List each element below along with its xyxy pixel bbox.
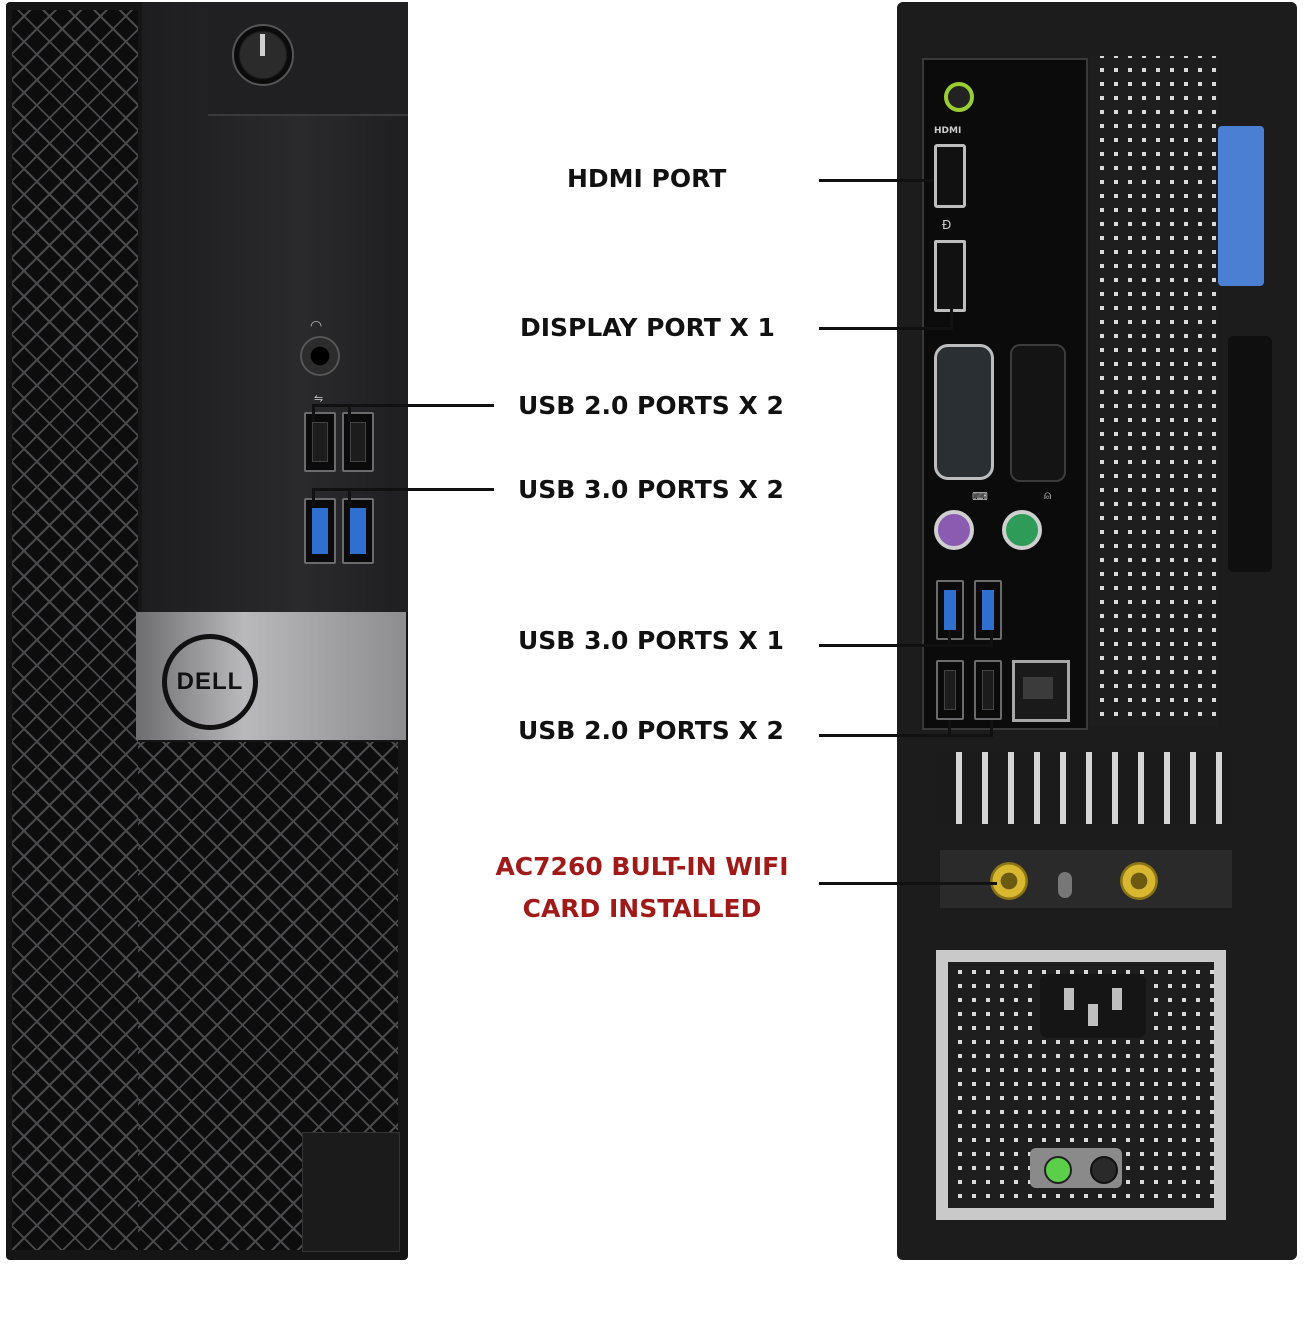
power-socket-icon	[1064, 988, 1074, 1010]
dell-logo: DELL	[162, 634, 258, 730]
rear-usb2-port-1[interactable]	[936, 660, 964, 720]
callout-hdmi-label: HDMI PORT	[567, 164, 727, 193]
wifi-antenna-connector-1[interactable]	[990, 862, 1028, 900]
callout-rear-usb2-line	[819, 734, 993, 737]
hdmi-port[interactable]	[934, 144, 966, 208]
callout-rear-usb3-label: USB 3.0 PORTS X 1	[518, 626, 784, 655]
expansion-knockout	[1010, 344, 1066, 482]
wifi-card-bracket	[940, 850, 1232, 908]
ps2-keyboard-port[interactable]	[934, 510, 974, 550]
callout-rear-usb2-tick-2	[990, 720, 993, 736]
callout-rear-usb3-line	[819, 644, 993, 647]
ps2-mouse-port[interactable]	[1002, 510, 1042, 550]
callout-front-usb2-tick-2	[348, 404, 351, 422]
callout-front-usb2-line	[312, 404, 494, 407]
front-mesh-left	[12, 10, 138, 1250]
power-icon	[260, 34, 265, 56]
serial-port[interactable]	[934, 344, 994, 480]
rear-side-handle	[1228, 336, 1272, 572]
rear-usb3-port-2[interactable]	[974, 580, 1002, 640]
callout-displayport-line	[819, 327, 953, 330]
blue-latch[interactable]	[1218, 126, 1264, 286]
callout-front-usb3-tick-2	[348, 488, 351, 506]
rear-usb3-port-1[interactable]	[936, 580, 964, 640]
usb-icon: ⇋	[314, 392, 324, 405]
expansion-slot-cover	[936, 752, 1232, 824]
psu-test-button[interactable]	[1090, 1156, 1118, 1184]
callout-rear-usb3-tick-1	[948, 630, 951, 646]
power-button[interactable]	[232, 24, 294, 86]
headphone-jack[interactable]	[300, 336, 340, 376]
callout-front-usb3-label: USB 3.0 PORTS X 2	[518, 475, 784, 504]
keyboard-icon: ⌨	[972, 490, 988, 503]
power-socket-ground	[1088, 1004, 1098, 1026]
front-tower: ◠ ⇋	[6, 2, 408, 1260]
callout-wifi-line	[819, 882, 997, 885]
rear-vent-grill	[1090, 56, 1218, 726]
mouse-icon: ⍝	[1044, 488, 1052, 502]
callout-front-usb2-tick-1	[312, 404, 315, 422]
psu-test-led	[1044, 1156, 1072, 1184]
front-top-bezel	[208, 2, 408, 116]
headphone-icon: ◠	[310, 318, 323, 334]
callout-rear-usb2-label: USB 2.0 PORTS X 2	[518, 716, 784, 745]
wifi-antenna-connector-2[interactable]	[1120, 862, 1158, 900]
callout-displayport-label: DISPLAY PORT X 1	[520, 313, 775, 342]
displayport-icon: Ð	[942, 218, 952, 232]
front-usb3-port-1[interactable]	[304, 498, 336, 564]
front-foot-block	[302, 1132, 400, 1252]
callout-displayport-tick	[950, 308, 953, 330]
rear-usb2-port-2[interactable]	[974, 660, 1002, 720]
callout-wifi-line2: CARD INSTALLED	[522, 894, 762, 923]
callout-front-usb3-line	[312, 488, 494, 491]
ethernet-port[interactable]	[1012, 660, 1070, 722]
front-usb2-port-1[interactable]	[304, 412, 336, 472]
hdmi-icon: HDMI	[934, 126, 962, 136]
ethernet-icon	[1023, 677, 1053, 699]
displayport[interactable]	[934, 240, 966, 312]
callout-rear-usb2-tick-1	[948, 720, 951, 736]
callout-front-usb2-label: USB 2.0 PORTS X 2	[518, 391, 784, 420]
callout-wifi-line1: AC7260 BULT-IN WIFI	[495, 852, 789, 881]
callout-front-usb3-tick-1	[312, 488, 315, 506]
dell-logo-text: DELL	[176, 668, 244, 695]
callout-hdmi-line	[819, 179, 933, 182]
callout-wifi-label: AC7260 BULT-IN WIFI CARD INSTALLED	[492, 846, 792, 930]
callout-rear-usb3-tick-2	[990, 630, 993, 646]
wifi-screw-hole	[1058, 872, 1072, 898]
power-socket-pin	[1112, 988, 1122, 1010]
front-usb2-port-2[interactable]	[342, 412, 374, 472]
audio-line-out[interactable]	[944, 82, 974, 112]
power-socket[interactable]	[1040, 974, 1146, 1038]
front-usb3-port-2[interactable]	[342, 498, 374, 564]
